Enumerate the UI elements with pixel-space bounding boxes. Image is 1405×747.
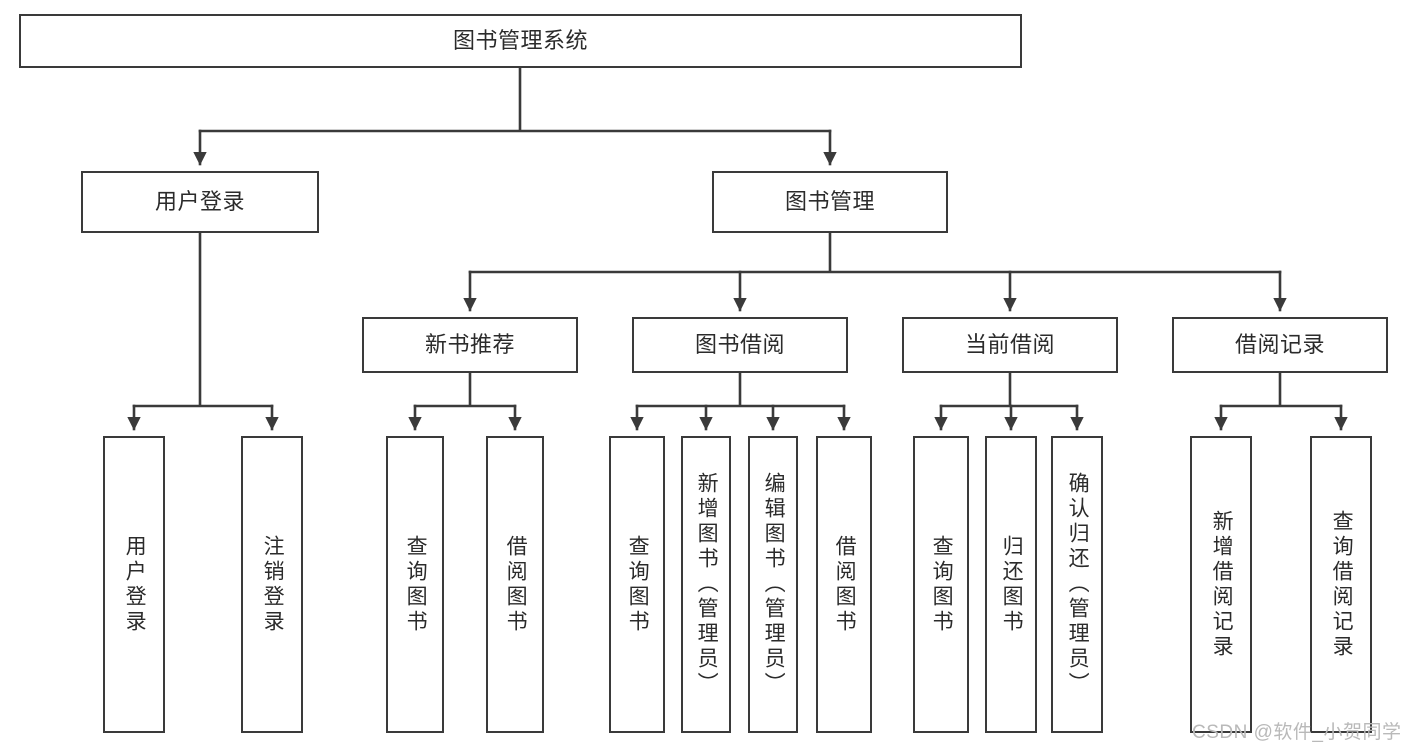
leaf-edit-book-admin[interactable]: 编辑图书（管理员）: [748, 436, 798, 733]
node-book-management[interactable]: 图书管理: [712, 171, 948, 233]
edge-userlogin-bus: [132, 231, 274, 408]
leaf-query-book-current-label: 查询图书: [930, 534, 954, 635]
edge-new-bus: [413, 371, 517, 408]
node-new-book-recommend-label: 新书推荐: [424, 332, 515, 358]
leaf-borrow-book[interactable]: 借阅图书: [816, 436, 872, 733]
node-current-borrow-label: 当前借阅: [964, 332, 1055, 358]
leaf-add-borrow-record[interactable]: 新增借阅记录: [1190, 436, 1252, 733]
node-borrow-record-label: 借阅记录: [1234, 332, 1325, 358]
leaf-user-login[interactable]: 用户登录: [103, 436, 165, 733]
node-user-login[interactable]: 用户登录: [81, 171, 319, 233]
leaf-borrow-book-label: 借阅图书: [833, 534, 857, 635]
leaf-add-book-admin[interactable]: 新增图书（管理员）: [681, 436, 731, 733]
leaf-borrow-book-new-label: 借阅图书: [504, 534, 528, 635]
edge-record-bus: [1219, 371, 1343, 408]
leaf-query-book-current[interactable]: 查询图书: [913, 436, 969, 733]
edge-borrow-bus: [635, 371, 846, 408]
leaf-confirm-return-admin-label: 确认归还（管理员）: [1066, 472, 1090, 697]
leaf-add-borrow-record-label: 新增借阅记录: [1210, 509, 1234, 660]
leaf-return-book[interactable]: 归还图书: [985, 436, 1037, 733]
edge-root-bus: [198, 66, 832, 133]
node-root[interactable]: 图书管理系统: [19, 14, 1022, 68]
edge-current-bus: [939, 371, 1079, 408]
node-root-label: 图书管理系统: [452, 28, 588, 54]
leaf-query-borrow-record-label: 查询借阅记录: [1330, 509, 1354, 660]
leaf-confirm-return-admin[interactable]: 确认归还（管理员）: [1051, 436, 1103, 733]
leaf-query-book-new-label: 查询图书: [404, 534, 428, 635]
node-book-management-label: 图书管理: [784, 189, 875, 215]
leaf-return-book-label: 归还图书: [1000, 534, 1024, 635]
leaf-user-login-label: 用户登录: [123, 534, 147, 635]
leaf-edit-book-admin-label: 编辑图书（管理员）: [762, 472, 786, 697]
edge-bookmanage-bus: [468, 231, 1282, 274]
leaf-query-book-borrow-label: 查询图书: [626, 534, 650, 635]
node-current-borrow[interactable]: 当前借阅: [902, 317, 1118, 373]
leaf-logout[interactable]: 注销登录: [241, 436, 303, 733]
node-borrow-record[interactable]: 借阅记录: [1172, 317, 1388, 373]
leaf-query-borrow-record[interactable]: 查询借阅记录: [1310, 436, 1372, 733]
leaf-add-book-admin-label: 新增图书（管理员）: [695, 472, 719, 697]
node-book-borrow-label: 图书借阅: [694, 332, 785, 358]
node-book-borrow[interactable]: 图书借阅: [632, 317, 848, 373]
leaf-query-book-new[interactable]: 查询图书: [386, 436, 444, 733]
node-user-login-label: 用户登录: [154, 189, 245, 215]
leaf-logout-label: 注销登录: [261, 534, 285, 635]
leaf-borrow-book-new[interactable]: 借阅图书: [486, 436, 544, 733]
node-new-book-recommend[interactable]: 新书推荐: [362, 317, 578, 373]
leaf-query-book-borrow[interactable]: 查询图书: [609, 436, 665, 733]
